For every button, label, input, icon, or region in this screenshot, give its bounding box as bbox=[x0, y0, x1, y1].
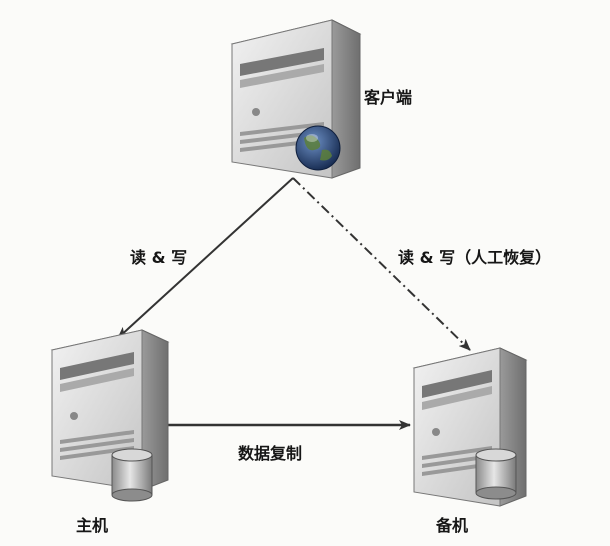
client-server-icon bbox=[230, 19, 362, 179]
primary-label: 主机 bbox=[76, 516, 109, 535]
edge-label-client-standby: 读 & 写（人工恢复） bbox=[398, 248, 552, 267]
edge-client-to-standby bbox=[292, 177, 471, 351]
standby-label: 备机 bbox=[436, 516, 469, 535]
standby-database-icon bbox=[475, 448, 517, 500]
primary-database-icon bbox=[111, 448, 153, 502]
globe-icon bbox=[295, 125, 341, 171]
edge-label-client-primary: 读 & 写 bbox=[130, 248, 188, 267]
client-label: 客户端 bbox=[364, 88, 413, 107]
edge-label-replication: 数据复制 bbox=[238, 444, 303, 463]
edge-client-to-primary bbox=[117, 177, 294, 339]
